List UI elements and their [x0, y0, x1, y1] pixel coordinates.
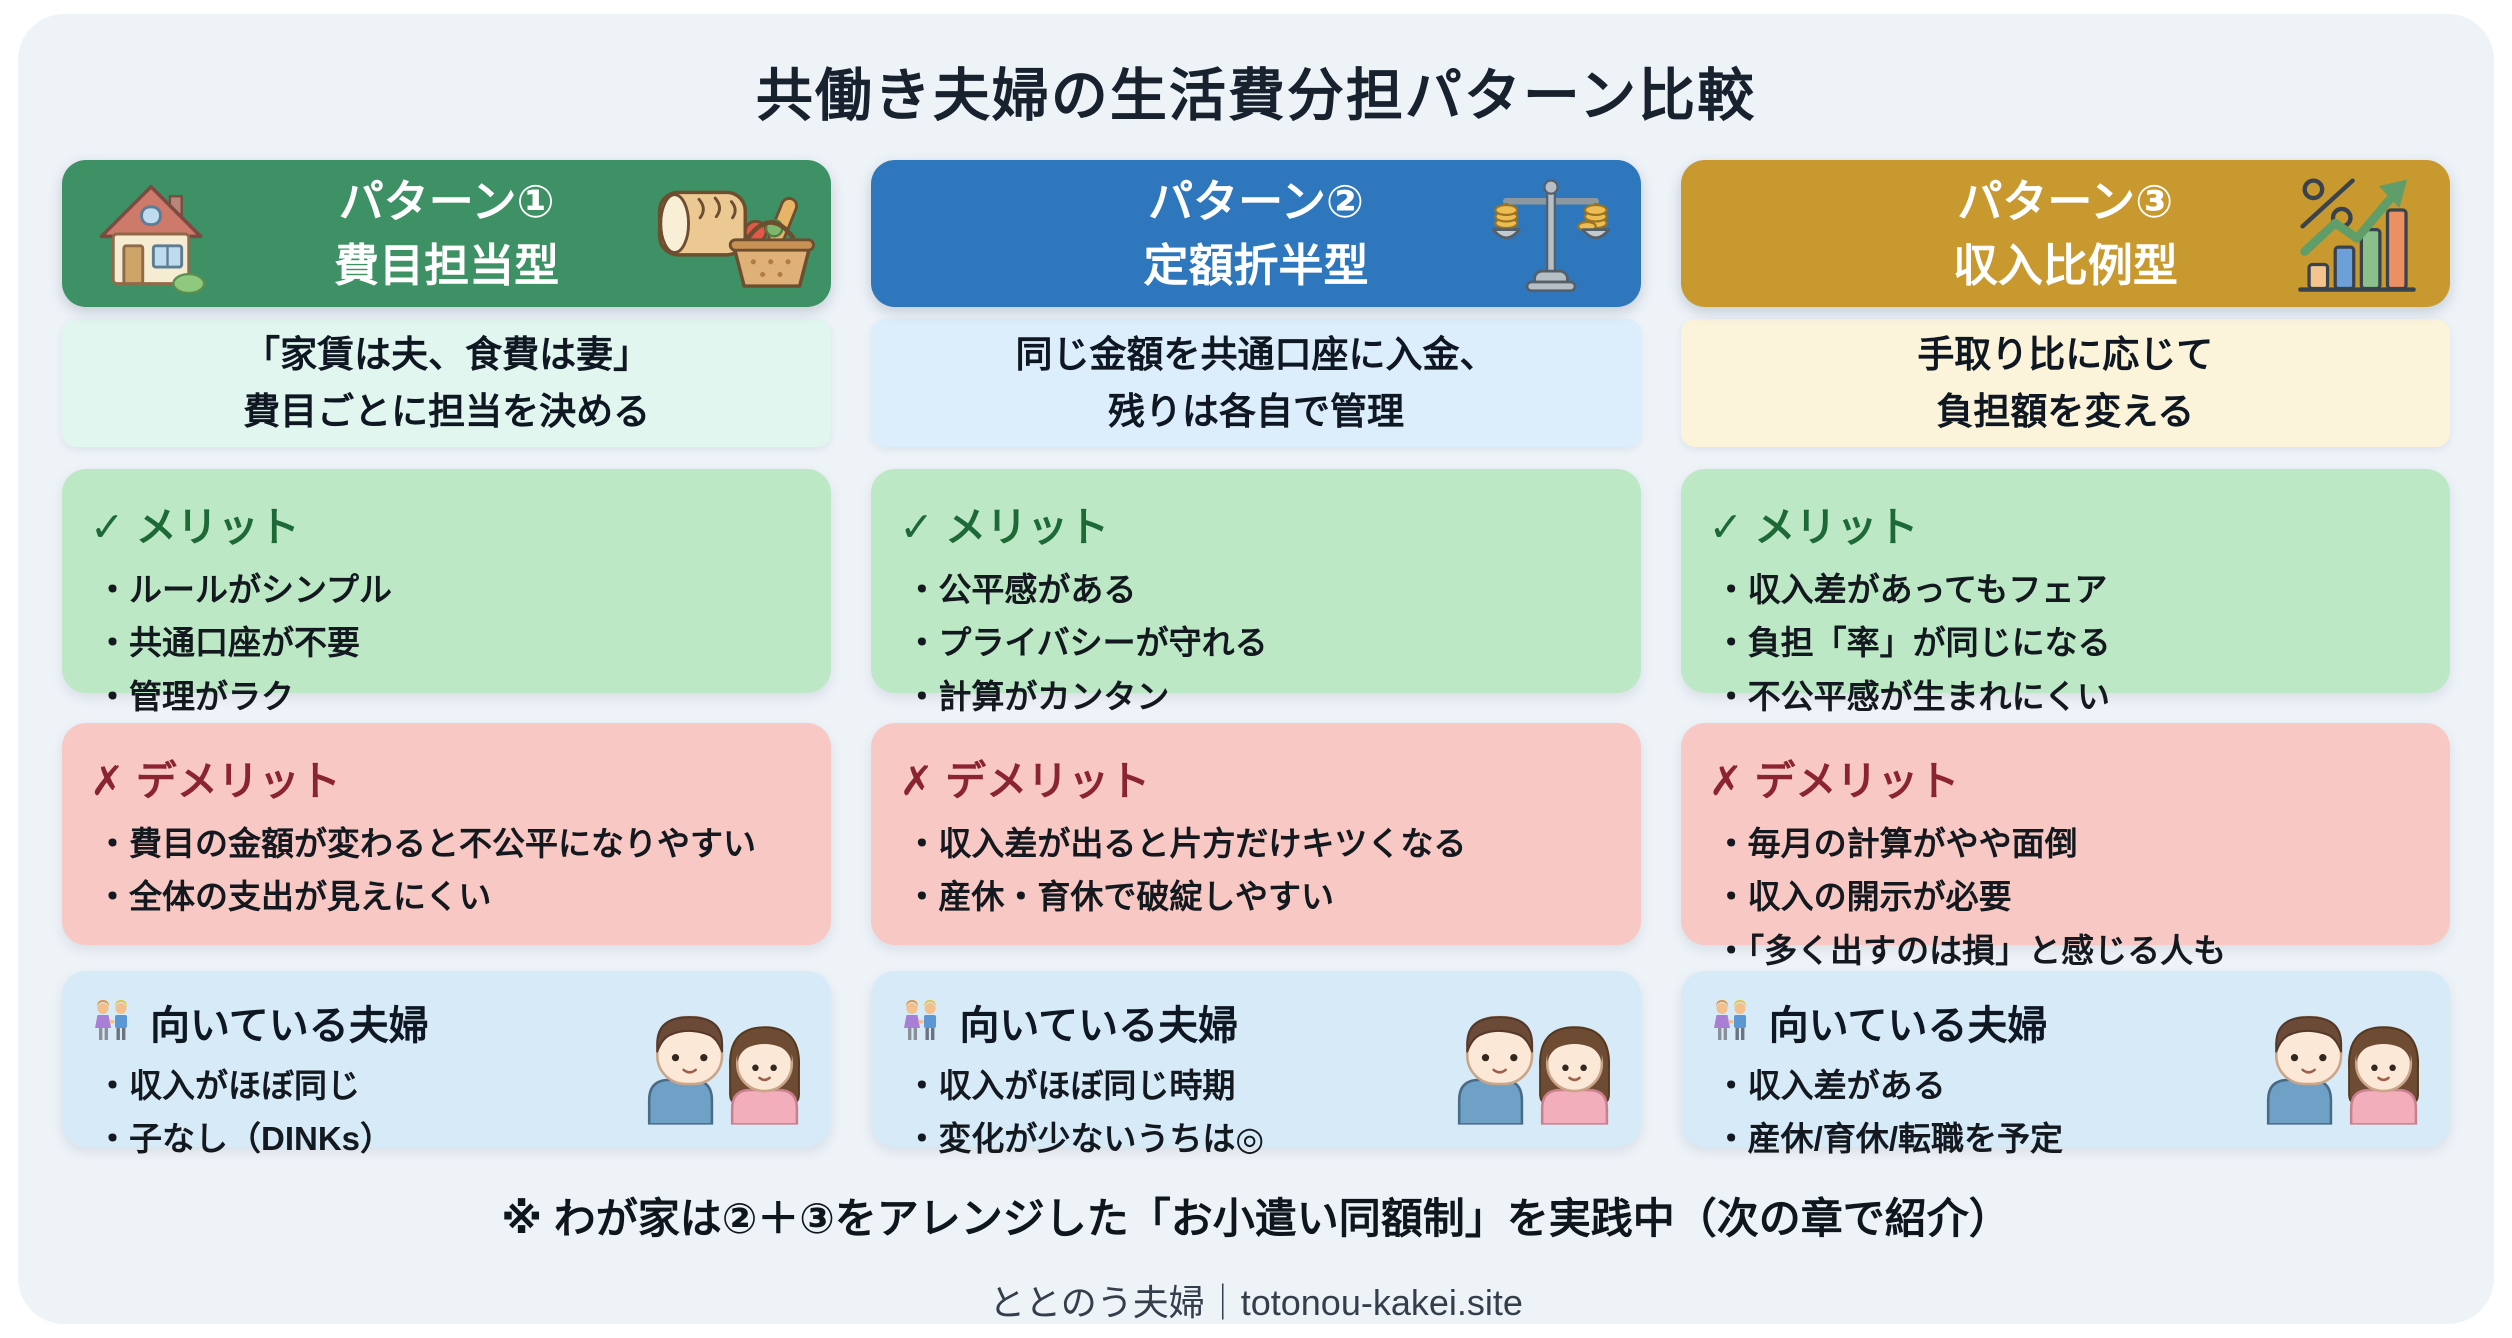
merit-title: ✓ メリット — [899, 504, 1110, 550]
couple-illustration — [1443, 1001, 1615, 1125]
suited-list: ・収入差がある ・産休/育休/転職を予定 — [1709, 1059, 2422, 1166]
suited-heading: 向いている夫婦 — [899, 993, 1612, 1051]
merit-title: ✓ メリット — [1708, 504, 1919, 550]
merit-item: ・負担「率」が同じになる — [1714, 624, 2111, 662]
pattern3-type-name: 収入比例型 — [1952, 239, 2178, 291]
bread-basket-icon — [655, 175, 817, 293]
merit-item: ・計算がカンタン — [905, 677, 1170, 715]
demerit-list: ・費目の金額が変わると不公平になりやすい ・全体の支出が見えにくい — [90, 817, 803, 924]
suited-title: 向いている夫婦 — [1768, 1004, 2048, 1048]
description-line: 負担額を変える — [1936, 391, 2195, 432]
suited-list: ・収入がほぼ同じ ・子なし（DINKs） — [90, 1059, 803, 1166]
couple-illustration — [633, 1001, 805, 1125]
couple-emoji-icon — [899, 1000, 943, 1044]
site-credit: ととのう夫婦｜totonou-kakei.site — [989, 1282, 1523, 1323]
merit-title: ✓ メリット — [90, 504, 300, 550]
page-title: 共働き夫婦の生活費分担パターン比較 — [755, 64, 1757, 128]
suited-title: 向いている夫婦 — [150, 1004, 429, 1048]
description-line: 費目ごとに担当を決める — [243, 391, 651, 432]
pattern1-merit-box: ✓ メリット ・ルールがシンプル ・共通口座が不要 ・管理がラク — [62, 469, 832, 715]
suited-item: ・収入がほぼ同じ時期 — [905, 1067, 1236, 1104]
pattern2-column: パターン② 定額折半型 同じ金額を共通口座に入金、 残りは各自で管理 ✓ メリッ… — [871, 160, 1641, 1157]
suited-heading: 向いている夫婦 — [90, 993, 803, 1051]
suited-list: ・収入がほぼ同じ時期 ・変化が少ないうちは◎ — [899, 1059, 1612, 1166]
merit-item: ・収入差があってもフェア — [1714, 571, 2108, 608]
pattern3-description: 手取り比に応じて 負担額を変える — [1680, 319, 2450, 447]
infographic-card: 共働き夫婦の生活費分担パターン比較 パターン① 費目担当型 「家賃は夫、食費は妻… — [18, 14, 2494, 1324]
couple-emoji-icon — [1709, 1000, 1753, 1044]
pattern1-header-title: パターン① 費目担当型 — [334, 170, 559, 298]
demerit-list: ・収入差が出ると片方だけキツくなる ・産休・育休で破綻しやすい — [899, 817, 1612, 924]
pattern3-label: パターン③ — [1957, 175, 2174, 227]
pattern1-suited-box: 向いている夫婦 ・収入がほぼ同じ ・子なし（DINKs） — [62, 971, 832, 1157]
suited-title: 向いている夫婦 — [959, 1004, 1239, 1048]
balance-scale-icon — [1491, 171, 1611, 297]
pattern1-column: パターン① 費目担当型 「家賃は夫、食費は妻」 費目ごとに担当を決める ✓ メリ… — [62, 160, 832, 1157]
pattern2-type-name: 定額折半型 — [1143, 239, 1369, 291]
demerit-item: ・毎月の計算がやや面倒 — [1714, 825, 2078, 862]
demerit-title: ✗ デメリット — [899, 758, 1151, 804]
merit-item: ・ルールがシンプル — [96, 571, 393, 608]
pattern2-header: パターン② 定額折半型 — [871, 160, 1641, 307]
merit-item: ・プライバシーが守れる — [905, 624, 1268, 662]
merit-item: ・管理がラク — [96, 677, 294, 715]
demerit-item: ・産休・育休で破綻しやすい — [905, 878, 1334, 916]
couple-emoji-icon — [90, 1000, 134, 1044]
description-line: 「家賃は夫、食費は妻」 — [243, 333, 651, 375]
demerit-title: ✗ デメリット — [90, 758, 341, 804]
pattern2-suited-box: 向いている夫婦 ・収入がほぼ同じ時期 ・変化が少ないうちは◎ — [871, 971, 1641, 1157]
suited-item: ・産休/育休/転職を予定 — [1714, 1120, 2063, 1158]
pattern3-merit-box: ✓ メリット ・収入差があってもフェア ・負担「率」が同じになる ・不公平感が生… — [1680, 469, 2450, 715]
pattern1-header: パターン① 費目担当型 — [62, 160, 832, 307]
income-growth-chart-icon — [2296, 173, 2418, 295]
pattern3-suited-box: 向いている夫婦 ・収入差がある ・産休/育休/転職を予定 — [1680, 971, 2450, 1157]
pattern2-description: 同じ金額を共通口座に入金、 残りは各自で管理 — [871, 319, 1641, 447]
house-icon — [92, 175, 210, 293]
demerit-title: ✗ デメリット — [1708, 758, 1960, 804]
suited-item: ・子なし（DINKs） — [96, 1120, 394, 1158]
merit-item: ・共通口座が不要 — [96, 624, 360, 662]
merit-item: ・不公平感が生まれにくい — [1714, 677, 2110, 715]
suited-item: ・収入がほぼ同じ — [96, 1067, 360, 1104]
suited-item: ・収入差がある — [1714, 1067, 1946, 1104]
pattern1-type-name: 費目担当型 — [334, 239, 560, 291]
demerit-list: ・毎月の計算がやや面倒 ・収入の開示が必要 ・「多く出すのは損」と感じる人も — [1709, 817, 2422, 977]
demerit-item: ・収入差が出ると片方だけキツくなる — [905, 825, 1467, 862]
merit-item: ・公平感がある — [905, 571, 1137, 608]
couple-illustration — [2252, 1001, 2424, 1125]
pattern2-demerit-box: ✗ デメリット ・収入差が出ると片方だけキツくなる ・産休・育休で破綻しやすい — [871, 723, 1641, 945]
bottom-note: ※ わが家は②＋③をアレンジした「お小遣い同額制」を実践中（次の章で紹介） — [501, 1195, 2011, 1242]
pattern2-header-title: パターン② 定額折半型 — [1143, 170, 1368, 298]
pattern3-header: パターン③ 収入比例型 — [1680, 160, 2450, 307]
description-line: 手取り比に応じて — [1917, 333, 2214, 375]
demerit-item: ・費目の金額が変わると不公平になりやすい — [96, 825, 756, 862]
pattern1-description: 「家賃は夫、食費は妻」 費目ごとに担当を決める — [62, 319, 832, 447]
merit-list: ・収入差があってもフェア ・負担「率」が同じになる ・不公平感が生まれにくい — [1709, 563, 2422, 723]
merit-list: ・公平感がある ・プライバシーが守れる ・計算がカンタン — [899, 563, 1612, 723]
description-line: 残りは各自で管理 — [1107, 391, 1404, 432]
demerit-item: ・「多く出すのは損」と感じる人も — [1714, 931, 2227, 969]
pattern-columns: パターン① 費目担当型 「家賃は夫、食費は妻」 費目ごとに担当を決める ✓ メリ… — [18, 132, 2494, 1157]
suited-heading: 向いている夫婦 — [1709, 993, 2422, 1051]
demerit-item: ・収入の開示が必要 — [1714, 878, 2012, 916]
pattern3-header-title: パターン③ 収入比例型 — [1953, 170, 2178, 298]
pattern3-demerit-box: ✗ デメリット ・毎月の計算がやや面倒 ・収入の開示が必要 ・「多く出すのは損」… — [1680, 723, 2450, 969]
merit-list: ・ルールがシンプル ・共通口座が不要 ・管理がラク — [90, 563, 803, 723]
pattern3-column: パターン③ 収入比例型 手取り比に応じて 負担額を変える ✓ メリット ・収入差… — [1680, 160, 2450, 1157]
pattern1-label: パターン① — [338, 175, 555, 227]
pattern2-merit-box: ✓ メリット ・公平感がある ・プライバシーが守れる ・計算がカンタン — [871, 469, 1641, 715]
suited-item: ・変化が少ないうちは◎ — [905, 1120, 1265, 1158]
description-line: 同じ金額を共通口座に入金、 — [1015, 333, 1497, 375]
pattern2-label: パターン② — [1148, 175, 1364, 227]
pattern1-demerit-box: ✗ デメリット ・費目の金額が変わると不公平になりやすい ・全体の支出が見えにく… — [62, 723, 832, 945]
demerit-item: ・全体の支出が見えにくい — [96, 878, 492, 916]
